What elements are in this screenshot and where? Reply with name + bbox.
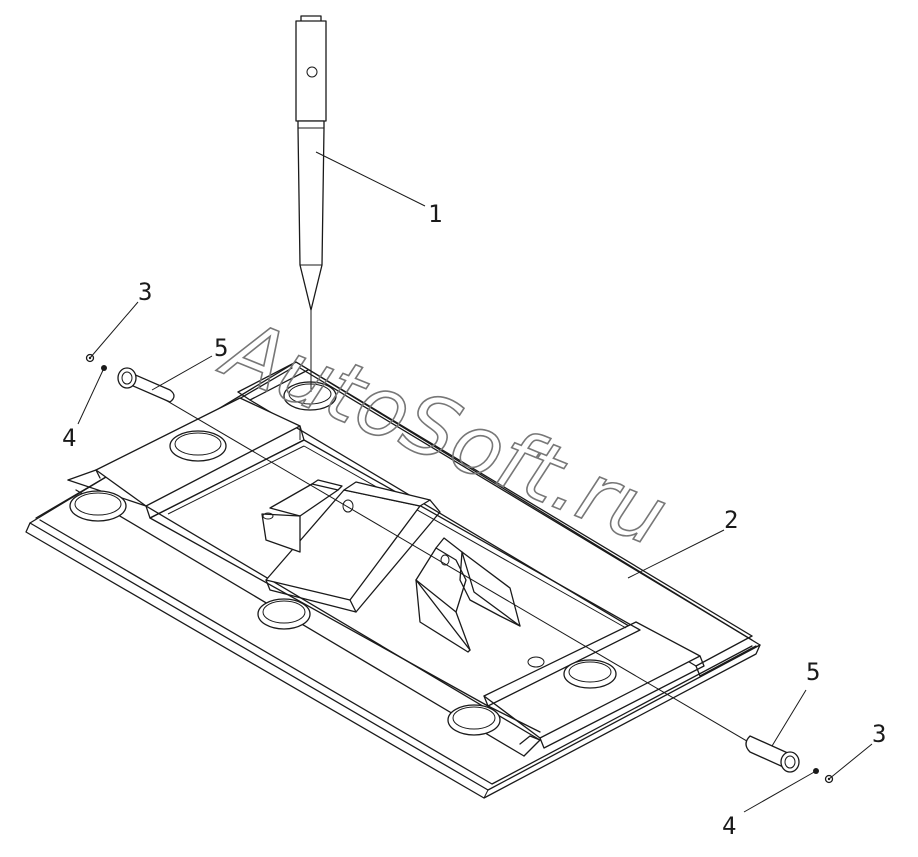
callout-labels: 1 2 3 4 5 5 3 4 — [62, 200, 886, 840]
callout-4-left: 4 — [62, 424, 76, 452]
hole-pad — [169, 430, 227, 462]
hole-pad — [447, 704, 501, 736]
callout-3-left: 3 — [138, 278, 152, 306]
leader-lines — [77, 151, 873, 813]
hole-pad — [563, 659, 617, 689]
callout-2: 2 — [724, 506, 738, 534]
pin-axis-line — [127, 377, 787, 765]
right-lugs — [342, 499, 521, 653]
callout-5-right: 5 — [806, 658, 820, 686]
callout-4-right: 4 — [722, 812, 736, 840]
hole-pad — [69, 490, 127, 522]
callout-1: 1 — [428, 200, 442, 228]
right-bushing — [745, 735, 800, 773]
middle-brace — [265, 481, 441, 613]
hole-pad — [283, 381, 337, 411]
inner-pan — [149, 426, 641, 707]
callout-3-right: 3 — [872, 720, 886, 748]
hole-pad — [257, 598, 311, 630]
locating-pin — [295, 15, 327, 392]
left-lug — [261, 479, 343, 553]
callout-5-left: 5 — [214, 334, 228, 362]
hole-pads — [69, 381, 617, 736]
drain-boss — [527, 656, 545, 668]
left-bushing — [117, 367, 175, 403]
